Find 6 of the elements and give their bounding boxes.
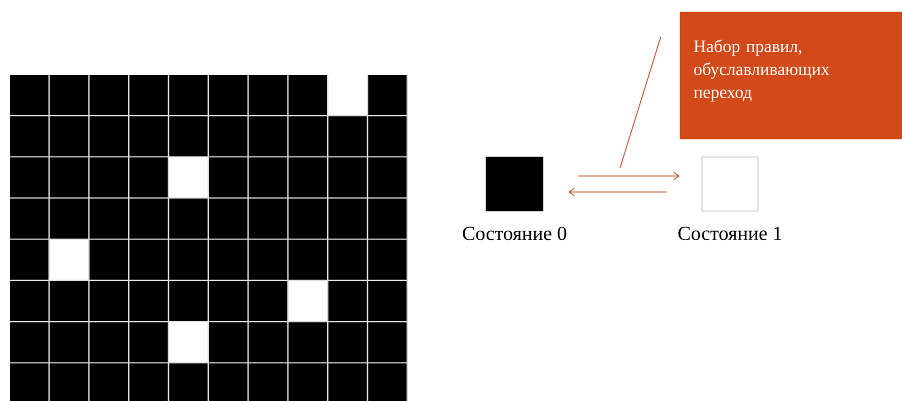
state-caption: Состояние 1 [678, 226, 782, 240]
leader-line [620, 36, 662, 168]
arrow [568, 188, 668, 196]
rules-box: Набор правил, обуславливающих переход [680, 12, 902, 140]
arrow [578, 172, 680, 180]
state-caption: Состояние 0 [462, 226, 566, 240]
